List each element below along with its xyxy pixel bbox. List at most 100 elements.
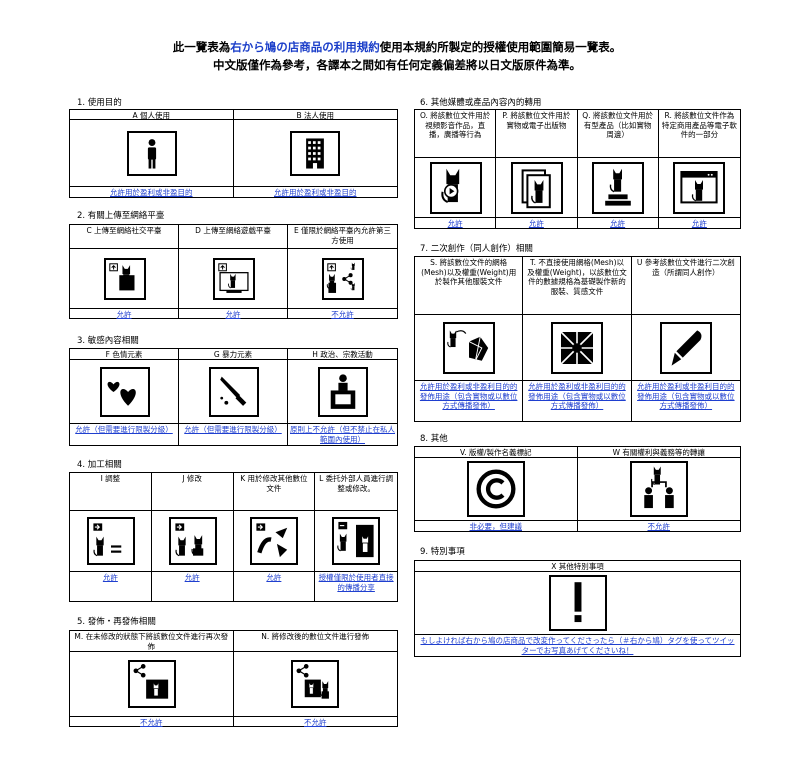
s3-cell: F 色情元素允許（但需要進行限製分級） [70,349,179,445]
cell-header: P. 將該數位文件用於實物或電子出版物 [496,110,577,158]
s3-table: F 色情元素允許（但需要進行限製分級）G 暴力元素允許（但需要進行限製分級）H … [69,348,398,446]
cell-header: C 上傳至網絡社交平臺 [70,225,178,249]
cell-result: 允許（但需要進行限製分級） [70,423,178,445]
cell-header: E 僅限於網絡平臺內允許第三方使用 [288,225,397,249]
s4-cell: L 委托外部人員進行調整或修改。授權僅限於使用者直接的傳播分享 [315,473,397,601]
texture-icon [551,321,604,374]
cell-header: D 上傳至網絡遊戲平臺 [179,225,287,249]
s3-cell: G 暴力元素允許（但需要進行限製分級） [179,349,288,445]
cell-result: 允許用於盈利或非盈目的 [70,186,233,197]
cell-header: A 個人使用 [70,110,233,120]
s5-cell: M. 在未修改的狀態下將該數位文件進行再次發佈不允許 [70,631,234,727]
s6-cell: Q. 將該數位文件用於有型產品（比如實物周邊） 允許 [577,110,659,228]
s5-title: 5. 發佈・再發佈相關 [77,617,156,627]
cell-header: J 修改 [151,473,233,511]
s1-title: 1. 使用目的 [77,98,122,108]
pen-icon [659,321,712,374]
knife-icon [208,366,259,417]
s2-cell: D 上傳至網絡遊戲平臺允許 [179,225,288,319]
cell-result: 原則上不允許（但不禁止在私人範圍內使用） [288,423,397,444]
cell-result: 允許 [70,571,151,601]
s2-cell: E 僅限於網絡平臺內允許第三方使用不允許 [288,225,397,319]
cell-result: 允許 [658,217,740,228]
cell-header: N. 將修改後的數位文件進行發佈 [233,631,397,652]
podium-icon [317,366,368,417]
cell-result: 允許 [70,308,178,319]
cell-result: 允許 [577,217,658,228]
cell-result: 不允許 [233,716,397,727]
cell-result: 允許 [415,217,496,228]
header-line1: 此一覽表為右から鳩の店商品の利用規約使用本規約所製定的授權使用範圍簡易一覽表。 [0,38,794,56]
person-icon [126,130,177,176]
s8-cell: W 有關權利與義務等的轉讓不允許 [577,447,740,531]
cell-header: R. 將該數位文件作為特定商用產品等電子軟件的一部分 [658,110,740,158]
cell-header: U 參考該數位文件進行二次創造（所謂同人創作） [631,257,740,315]
terms-link[interactable]: 右から鳩の店商品の利用規約 [230,40,380,54]
s8-title: 8. 其他 [420,434,448,444]
s2-cell: C 上傳至網絡社交平臺允許 [70,225,179,319]
cell-result: 授權僅限於使用者直接的傳播分享 [315,571,397,601]
s3-cell: H 政治、宗教活動原則上不允許（但不禁止在私人範圍內使用） [288,349,397,445]
s1-cell: B 法人使用允許用於盈利或非盈目的 [233,110,397,197]
s6-cell: R. 將該數位文件作為特定商用產品等電子軟件的一部分允許 [658,110,740,228]
software-icon [673,161,726,214]
s2-title: 2. 有關上傳至網絡平臺 [77,211,165,221]
building-icon [290,130,341,176]
cell-result: 非必要，但建議 [415,520,577,531]
cell-result: 允許用於盈利或非盈利目的的發佈用途（包含實物或以數位方式傳播發佈） [631,380,740,421]
cell-result: 允許用於盈利或非盈目的 [233,186,397,197]
s1-cell: A 個人使用允許用於盈利或非盈目的 [70,110,234,197]
cell-result: 不允許 [70,716,233,727]
s7-cell: S. 將該數位文件的網格(Mesh)以及權重(Weight)用於製作其他服裝文件… [415,257,524,421]
cell-header: G 暴力元素 [179,349,287,360]
upload-share-icon [321,257,364,300]
cell-header: Q. 將該數位文件用於有型產品（比如實物周邊） [577,110,658,158]
cell-header: M. 在未修改的狀態下將該數位文件進行再次發佈 [70,631,233,652]
cell-header: O. 將該數位文件用於視頻影音作品，直播，廣播等行為 [415,110,496,158]
transfer-icon [629,461,688,517]
cell-result: 允許用於盈利或非盈利目的的發佈用途（包含實物或以數位方式傳播發佈） [523,380,631,421]
hearts-icon [99,366,150,417]
s7-cell: U 參考該數位文件進行二次創造（所謂同人創作） 允許用於盈利或非盈利目的的發佈用途… [631,257,740,421]
cell-result: もしよければ右から鳩の店商品で改変作ってくださったら（＃右から鳩）タグを使ってツ… [415,634,740,656]
s9-table: X 其他特別事項もしよければ右から鳩の店商品で改変作ってくださったら（＃右から鳩… [414,560,741,657]
s4-title: 4. 加工相關 [77,460,122,470]
cell-result: 不允許 [288,308,397,319]
cell-header: L 委托外部人員進行調整或修改。 [315,473,397,511]
upload-game-icon [212,257,255,300]
video-icon [429,161,482,214]
cell-header: W 有關權利與義務等的轉讓 [577,447,740,458]
cell-header: V. 版權/製作名義標記 [415,447,577,458]
exclamation-icon [548,575,607,631]
s5-cell: N. 將修改後的數位文件進行發佈不允許 [233,631,397,727]
cell-result: 允許 [179,308,287,319]
cell-result: 不允許 [577,520,740,531]
header-text-a: 此一覽表為 [172,40,231,54]
header: 此一覽表為右から鳩の店商品の利用規約使用本規約所製定的授權使用範圍簡易一覽表。 … [0,38,794,74]
s6-cell: P. 將該數位文件用於實物或電子出版物允許 [496,110,578,228]
cell-result: 允許 [496,217,577,228]
cell-header: K 用於修改其他數位文件 [233,473,315,511]
modify-icon [168,517,217,565]
mesh-icon [443,321,496,374]
s8-cell: V. 版權/製作名義標記非必要，但建議 [415,447,578,531]
redistribute-icon [127,660,176,708]
s4-cell: K 用於修改其他數位文件允許 [233,473,316,601]
redistribute-modified-icon [291,660,340,708]
modify-other-icon [250,517,299,565]
s7-table: S. 將該數位文件的網格(Mesh)以及權重(Weight)用於製作其他服裝文件… [414,256,741,422]
copyright-icon [467,461,526,517]
cell-header: I 調整 [70,473,151,511]
s7-cell: T. 不直接使用網格(Mesh)以及權重(Weight)，以該數位文件的數據規格… [523,257,632,421]
s3-title: 3. 敏感內容相關 [77,336,139,346]
s4-cell: I 調整允許 [70,473,152,601]
cell-header: T. 不直接使用網格(Mesh)以及權重(Weight)，以該數位文件的數據規格… [523,257,631,315]
s9-cell: X 其他特別事項もしよければ右から鳩の店商品で改変作ってくださったら（＃右から鳩… [415,561,740,656]
adjust-icon [86,517,135,565]
